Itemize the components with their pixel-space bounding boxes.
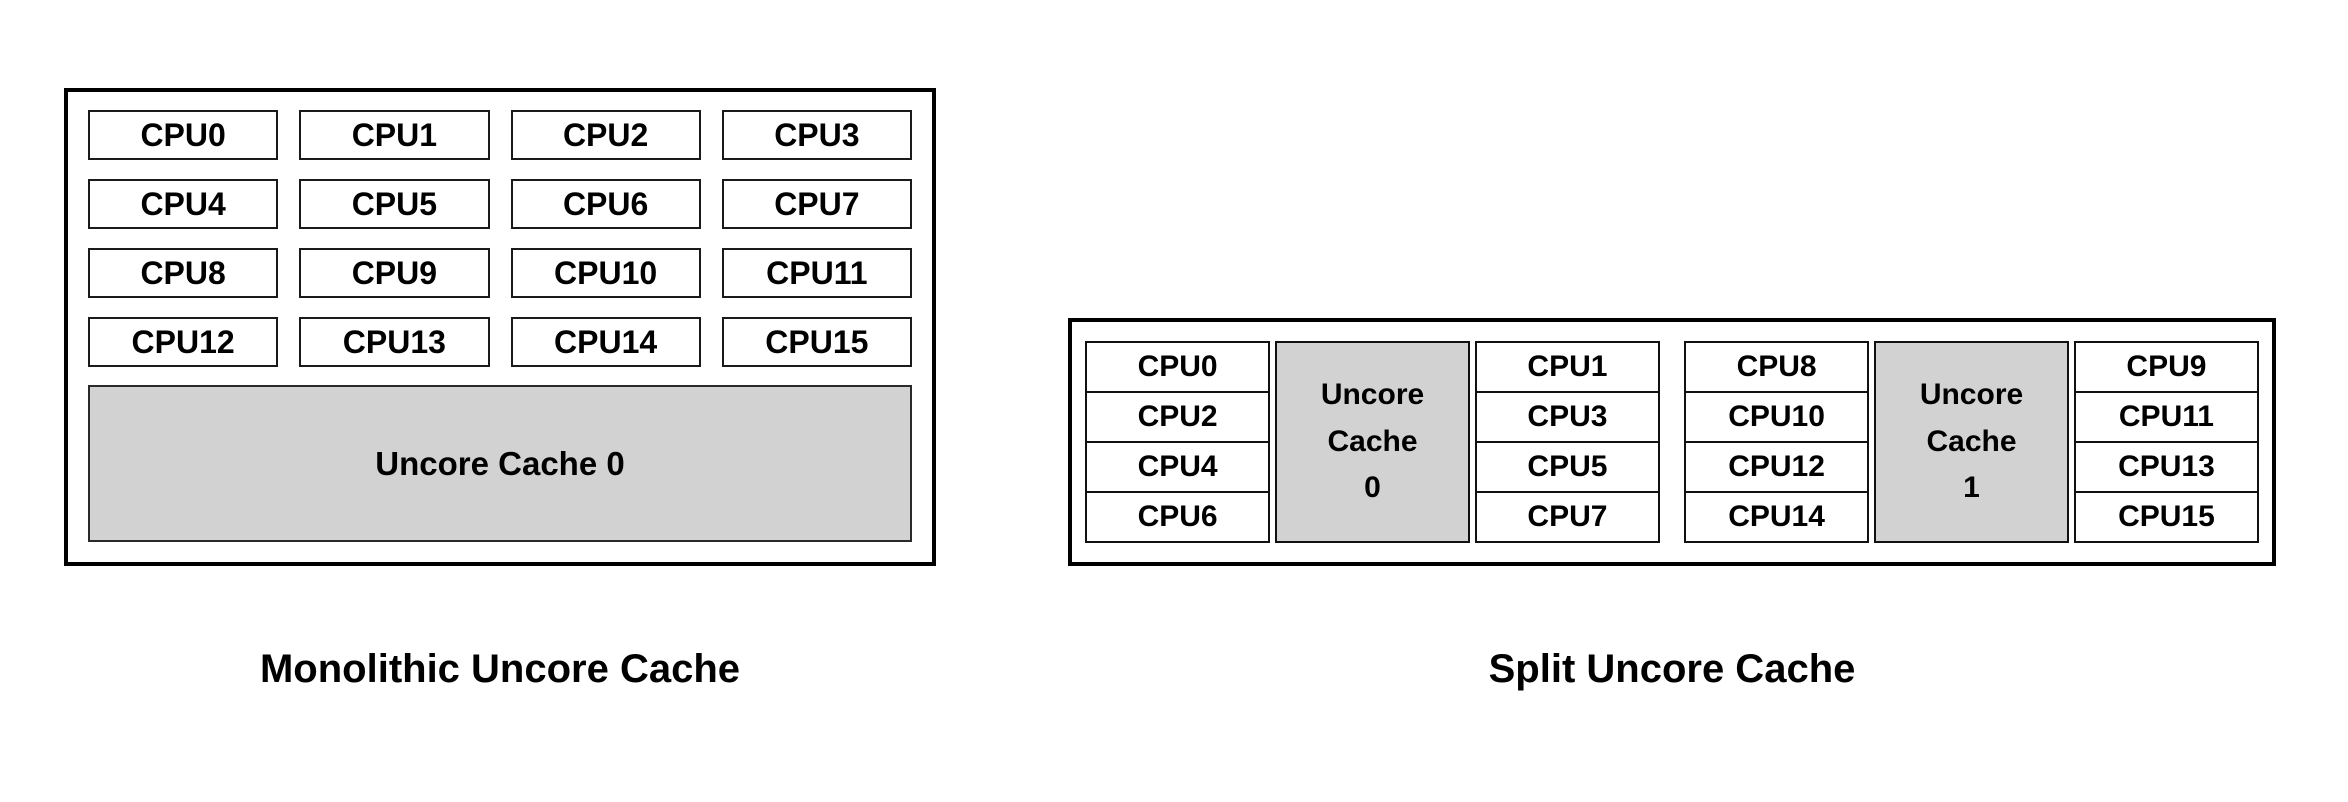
cpu-box: CPU5 bbox=[299, 179, 490, 229]
cpu-box: CPU2 bbox=[510, 110, 701, 160]
cpu-box: CPU3 bbox=[721, 110, 912, 160]
cpu-box: CPU10 bbox=[510, 248, 701, 298]
cpu-box: CPU4 bbox=[88, 179, 279, 229]
cluster-group-1: CPU8 CPU10 CPU12 CPU14 Uncore Cache 1 CP… bbox=[1684, 341, 2259, 543]
cpu-box: CPU12 bbox=[88, 317, 279, 367]
monolithic-caption: Monolithic Uncore Cache bbox=[259, 647, 741, 691]
cpu-cell: CPU4 bbox=[1087, 443, 1269, 491]
cpu-box: CPU11 bbox=[721, 248, 912, 298]
cpu-cell: CPU2 bbox=[1087, 393, 1269, 441]
cpu-cell: CPU11 bbox=[2075, 393, 2257, 441]
uncore-cache-0-box: Uncore Cache 0 bbox=[88, 385, 912, 542]
cpu-box: CPU9 bbox=[299, 248, 490, 298]
monolithic-diagram: CPU0 CPU1 CPU2 CPU3 CPU4 CPU5 CPU6 CPU7 … bbox=[64, 88, 936, 566]
cpu-column-left: CPU8 CPU10 CPU12 CPU14 bbox=[1684, 341, 1870, 543]
cpu-cell: CPU13 bbox=[2075, 443, 2257, 491]
cpu-column-right: CPU1 CPU3 CPU5 CPU7 bbox=[1474, 341, 1660, 543]
cpu-cell: CPU15 bbox=[2075, 493, 2257, 541]
cpu-box: CPU15 bbox=[721, 317, 912, 367]
cpu-box: CPU0 bbox=[88, 110, 279, 160]
cpu-box: CPU7 bbox=[721, 179, 912, 229]
cpu-cell: CPU12 bbox=[1686, 443, 1868, 491]
cpu-cell: CPU1 bbox=[1476, 343, 1658, 391]
cpu-cell: CPU5 bbox=[1476, 443, 1658, 491]
cpu-box: CPU14 bbox=[510, 317, 701, 367]
cpu-cell: CPU10 bbox=[1686, 393, 1868, 441]
cpu-column-left: CPU0 CPU2 CPU4 CPU6 bbox=[1085, 341, 1271, 543]
cpu-column-right: CPU9 CPU11 CPU13 CPU15 bbox=[2073, 341, 2259, 543]
cpu-cell: CPU6 bbox=[1087, 493, 1269, 541]
cpu-box: CPU13 bbox=[299, 317, 490, 367]
cpu-box: CPU1 bbox=[299, 110, 490, 160]
uncore-cache-1-box-split: Uncore Cache 1 bbox=[1874, 341, 2069, 543]
cpu-cell: CPU9 bbox=[2075, 343, 2257, 391]
cpu-box: CPU6 bbox=[510, 179, 701, 229]
cpu-cell: CPU14 bbox=[1686, 493, 1868, 541]
cpu-box: CPU8 bbox=[88, 248, 279, 298]
cpu-cell: CPU7 bbox=[1476, 493, 1658, 541]
cpu-cell: CPU0 bbox=[1087, 343, 1269, 391]
cpu-cell: CPU8 bbox=[1686, 343, 1868, 391]
split-caption: Split Uncore Cache bbox=[1488, 647, 1856, 691]
cpu-grid: CPU0 CPU1 CPU2 CPU3 CPU4 CPU5 CPU6 CPU7 … bbox=[88, 110, 912, 367]
cpu-cell: CPU3 bbox=[1476, 393, 1658, 441]
cluster-group-0: CPU0 CPU2 CPU4 CPU6 Uncore Cache 0 CPU1 … bbox=[1085, 341, 1660, 543]
uncore-cache-0-box-split: Uncore Cache 0 bbox=[1275, 341, 1470, 543]
split-diagram: CPU0 CPU2 CPU4 CPU6 Uncore Cache 0 CPU1 … bbox=[1068, 318, 2276, 566]
